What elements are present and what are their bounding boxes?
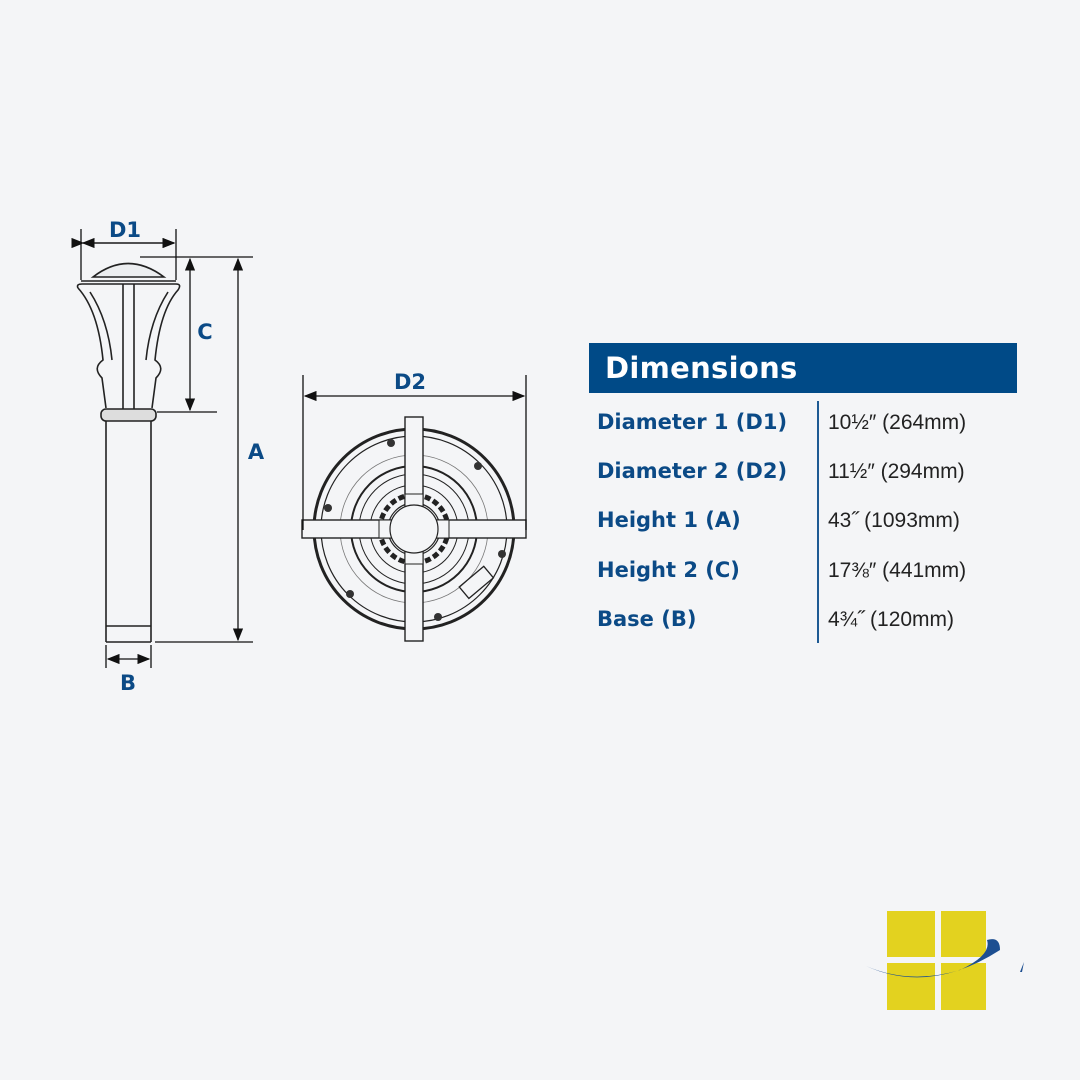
label-b: B bbox=[119, 671, 137, 695]
table-row: Diameter 2 (D2) 11½″ (294mm) bbox=[597, 459, 1017, 489]
row-value: 11½″ (294mm) bbox=[828, 460, 965, 483]
row-label: Diameter 2 (D2) bbox=[597, 459, 788, 483]
label-d1: D1 bbox=[108, 218, 142, 242]
top-view-lamp bbox=[301, 416, 527, 642]
label-a: A bbox=[247, 440, 265, 464]
table-row: Diameter 1 (D1) 10½″ (264mm) bbox=[597, 410, 1017, 440]
table-row: Height 1 (A) 43˝ (1093mm) bbox=[597, 508, 1017, 538]
dimensions-table-header: Dimensions bbox=[589, 343, 1017, 393]
row-value: 43˝ (1093mm) bbox=[828, 509, 960, 532]
table-title: Dimensions bbox=[605, 351, 798, 385]
row-value: 10½″ (264mm) bbox=[828, 411, 967, 434]
label-c: C bbox=[197, 320, 213, 344]
label-d2: D2 bbox=[393, 370, 427, 394]
side-view-dimensions bbox=[71, 229, 253, 668]
side-view-lamp bbox=[76, 262, 181, 643]
row-label: Height 2 (C) bbox=[597, 558, 740, 582]
row-label: Height 1 (A) bbox=[597, 508, 741, 532]
table-row: Base (B) 4¾˝ (120mm) bbox=[597, 607, 1017, 637]
row-value: 4¾˝ (120mm) bbox=[828, 608, 955, 631]
row-label: Diameter 1 (D1) bbox=[597, 410, 788, 434]
row-value: 17⅜″ (441mm) bbox=[828, 559, 967, 582]
company-logo bbox=[866, 911, 1024, 1010]
top-view-dimensions bbox=[302, 375, 527, 530]
table-divider bbox=[817, 401, 819, 643]
row-label: Base (B) bbox=[597, 607, 697, 631]
table-row: Height 2 (C) 17⅜″ (441mm) bbox=[597, 558, 1017, 588]
